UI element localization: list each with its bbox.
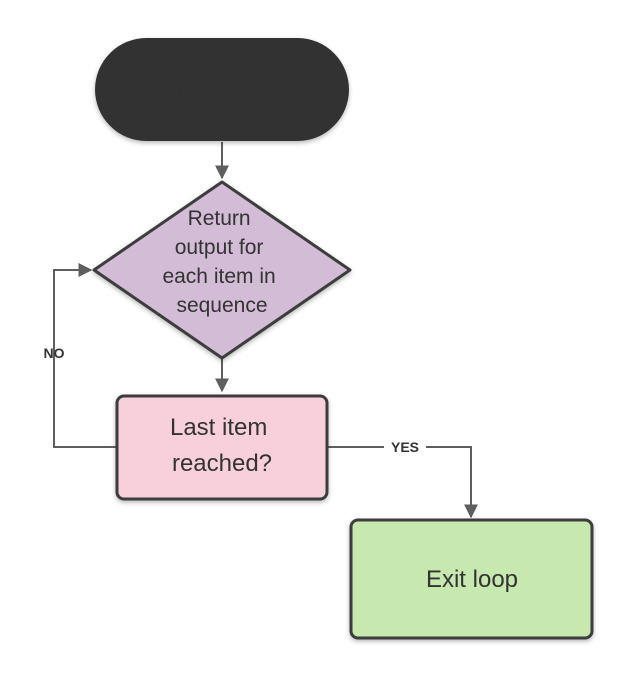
decision-label-line-4: sequence bbox=[176, 294, 267, 317]
yes-label: YES bbox=[391, 439, 419, 455]
decision-label-line-2: output for bbox=[175, 236, 264, 259]
decision-label-line-1: Return bbox=[188, 207, 251, 230]
no-label: NO bbox=[44, 345, 65, 361]
diamond-shape bbox=[92, 180, 352, 360]
decision-label: Return output for each item in sequence bbox=[162, 207, 281, 317]
node-decision: Return output for each item in sequence bbox=[92, 180, 352, 360]
process-shape bbox=[349, 518, 594, 640]
input-data-label: Input Data bbox=[167, 75, 278, 102]
node-exit-loop: Exit loop bbox=[349, 518, 594, 640]
check-label-line-1: Last item bbox=[170, 414, 267, 441]
check-label-line-2: reached? bbox=[172, 450, 272, 477]
edge-labels: NO YES bbox=[44, 345, 426, 456]
terminator-shape bbox=[95, 38, 349, 141]
yes-label-backdrop bbox=[384, 438, 426, 456]
edge-no-loop bbox=[53, 263, 117, 448]
node-last-item-check: Last item reached? bbox=[115, 394, 329, 501]
exit-loop-label: Exit loop bbox=[426, 566, 518, 593]
edge-yes-to-exit bbox=[327, 446, 478, 519]
connectors bbox=[53, 142, 478, 519]
decision-label-line-3: each item in bbox=[162, 265, 275, 288]
process-shape bbox=[115, 394, 329, 501]
check-label: Last item reached? bbox=[170, 414, 274, 477]
node-input-data: Input Data bbox=[95, 38, 349, 141]
